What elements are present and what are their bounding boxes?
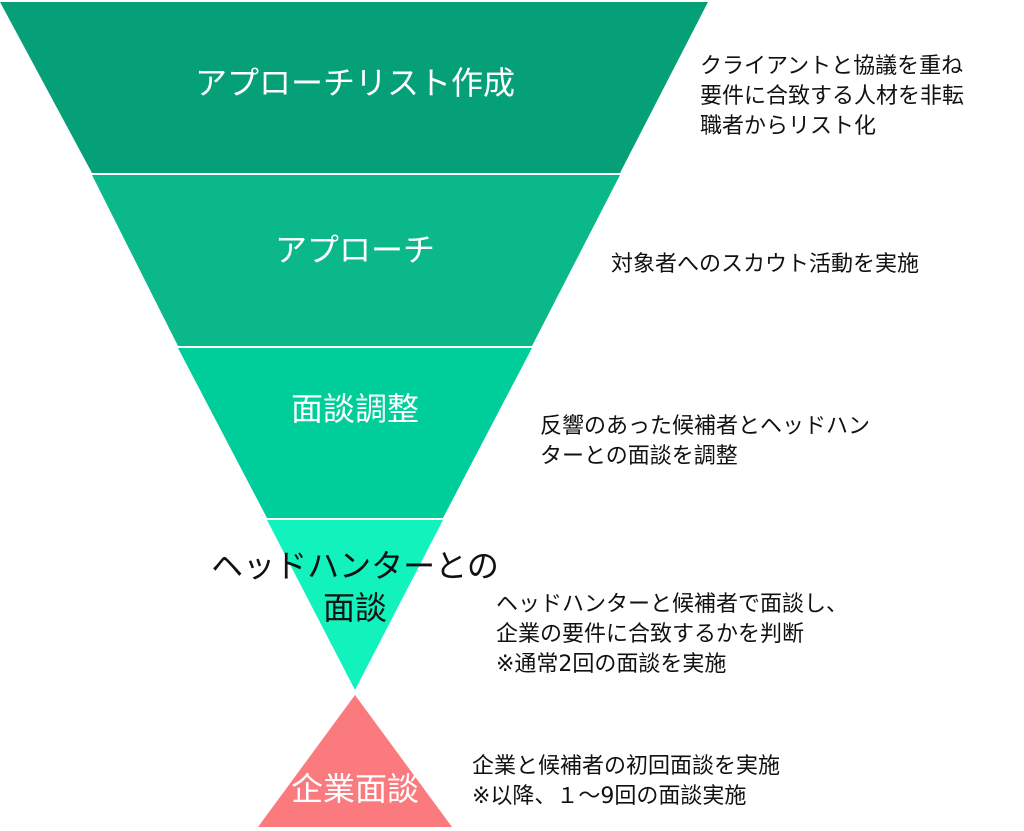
- funnel-stage-1-shape: [0, 2, 708, 173]
- stage-2-label: アプローチ: [274, 231, 435, 269]
- final-stage-label: 企業面談: [290, 770, 419, 808]
- final-stage-description: 企業と候補者の初回面談を実施 ※以降、１～9回の面談実施: [472, 754, 781, 809]
- stage-1-label: アプローチリスト作成: [194, 64, 515, 102]
- stage-4-label: ヘッドハンターとの 面談: [211, 547, 499, 627]
- stage-1-description: クライアントと協議を重ね 要件に合致する人材を非転 職者からリスト化: [700, 54, 965, 139]
- stage-2-description: 対象者へのスカウト活動を実施: [611, 252, 920, 277]
- final-stage-triangle: [258, 695, 452, 827]
- funnel-stage-4-shape: [267, 520, 443, 690]
- stage-3-description: 反響のあった候補者とヘッドハン ターとの面談を調整: [540, 414, 871, 469]
- stage-3-label: 面談調整: [290, 390, 419, 428]
- funnel-stage-3-shape: [178, 348, 532, 518]
- stage-4-description: ヘッドハンターと候補者で面談し、 企業の要件に合致するかを判断 ※通常2回の面談…: [496, 592, 849, 677]
- funnel-stage-2-shape: [92, 175, 620, 346]
